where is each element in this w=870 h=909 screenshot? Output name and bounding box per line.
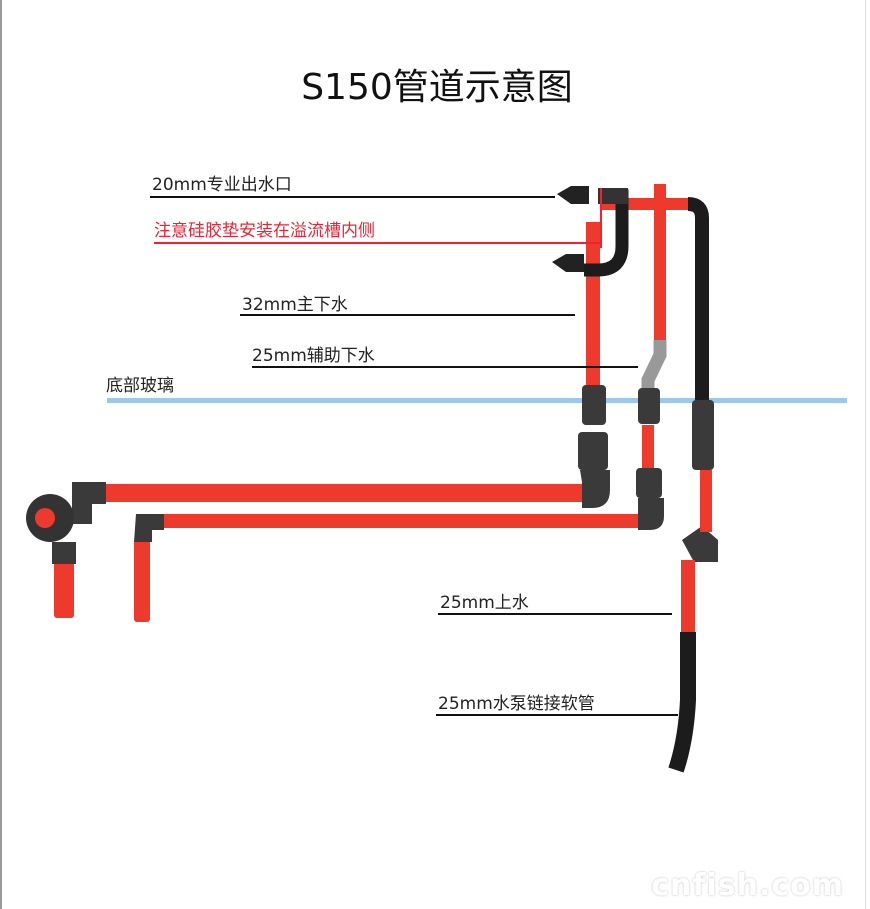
note-marker-vertical	[600, 188, 602, 248]
return-red-low	[681, 560, 695, 632]
label-outlet: 20mm专业出水口	[152, 175, 292, 195]
return-fittings	[682, 400, 718, 562]
label-note: 注意硅胶垫安装在溢流槽内侧	[154, 221, 375, 241]
leader-line-outlet	[150, 196, 555, 198]
main-drain-fittings	[26, 385, 610, 564]
bottom-glass-line	[107, 398, 847, 403]
aux-drain-fittings	[134, 388, 664, 542]
leader-line-return	[438, 613, 672, 615]
page-title: S150管道示意图	[301, 67, 573, 108]
label-main-drain: 32mm主下水	[242, 295, 348, 315]
outlet-j-pipe	[584, 189, 629, 277]
outlet-nozzle-icon	[552, 186, 589, 272]
leader-line-main-drain	[240, 314, 575, 316]
leader-line-note	[154, 242, 602, 244]
label-aux-drain: 25mm辅助下水	[252, 346, 375, 366]
return-red-mid	[700, 470, 712, 532]
outlet-tee	[598, 188, 628, 204]
leader-line-aux-drain	[252, 366, 638, 368]
label-return: 25mm上水	[440, 593, 529, 613]
return-black-hose-top	[687, 197, 709, 400]
pump-hose	[668, 632, 696, 773]
watermark: cnfish.com	[651, 868, 844, 903]
aux-drain-gray-bend	[641, 340, 667, 392]
label-hose: 25mm水泵链接软管	[438, 694, 595, 714]
leader-line-hose	[436, 714, 678, 716]
label-bottom-glass: 底部玻璃	[106, 376, 174, 396]
